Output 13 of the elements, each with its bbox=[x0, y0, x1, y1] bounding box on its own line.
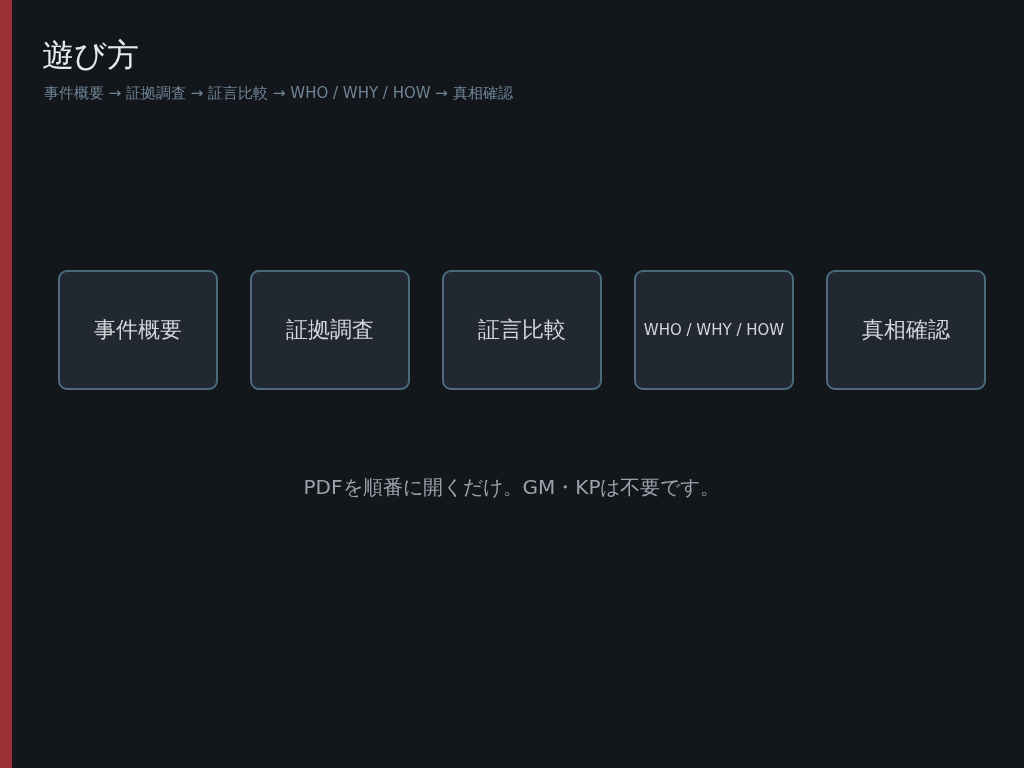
step-label: 事件概要 bbox=[94, 316, 182, 344]
step-label: 証言比較 bbox=[478, 316, 566, 344]
title: 遊び方 bbox=[42, 36, 139, 75]
note-text: PDFを順番に開くだけ。GM・KPは不要です。 bbox=[303, 475, 721, 499]
subtitle: 事件概要 → 証拠調査 → 証言比較 → WHO / WHY / HOW → 真相確認 bbox=[44, 84, 513, 104]
step-box bbox=[58, 270, 218, 390]
step-label: 真相確認 bbox=[862, 316, 950, 344]
step-label: 証拠調査 bbox=[286, 316, 374, 344]
step-box bbox=[634, 270, 794, 390]
step-label: WHO / WHY / HOW bbox=[643, 321, 785, 339]
step-box bbox=[826, 270, 986, 390]
step-box bbox=[442, 270, 602, 390]
step-box bbox=[250, 270, 410, 390]
